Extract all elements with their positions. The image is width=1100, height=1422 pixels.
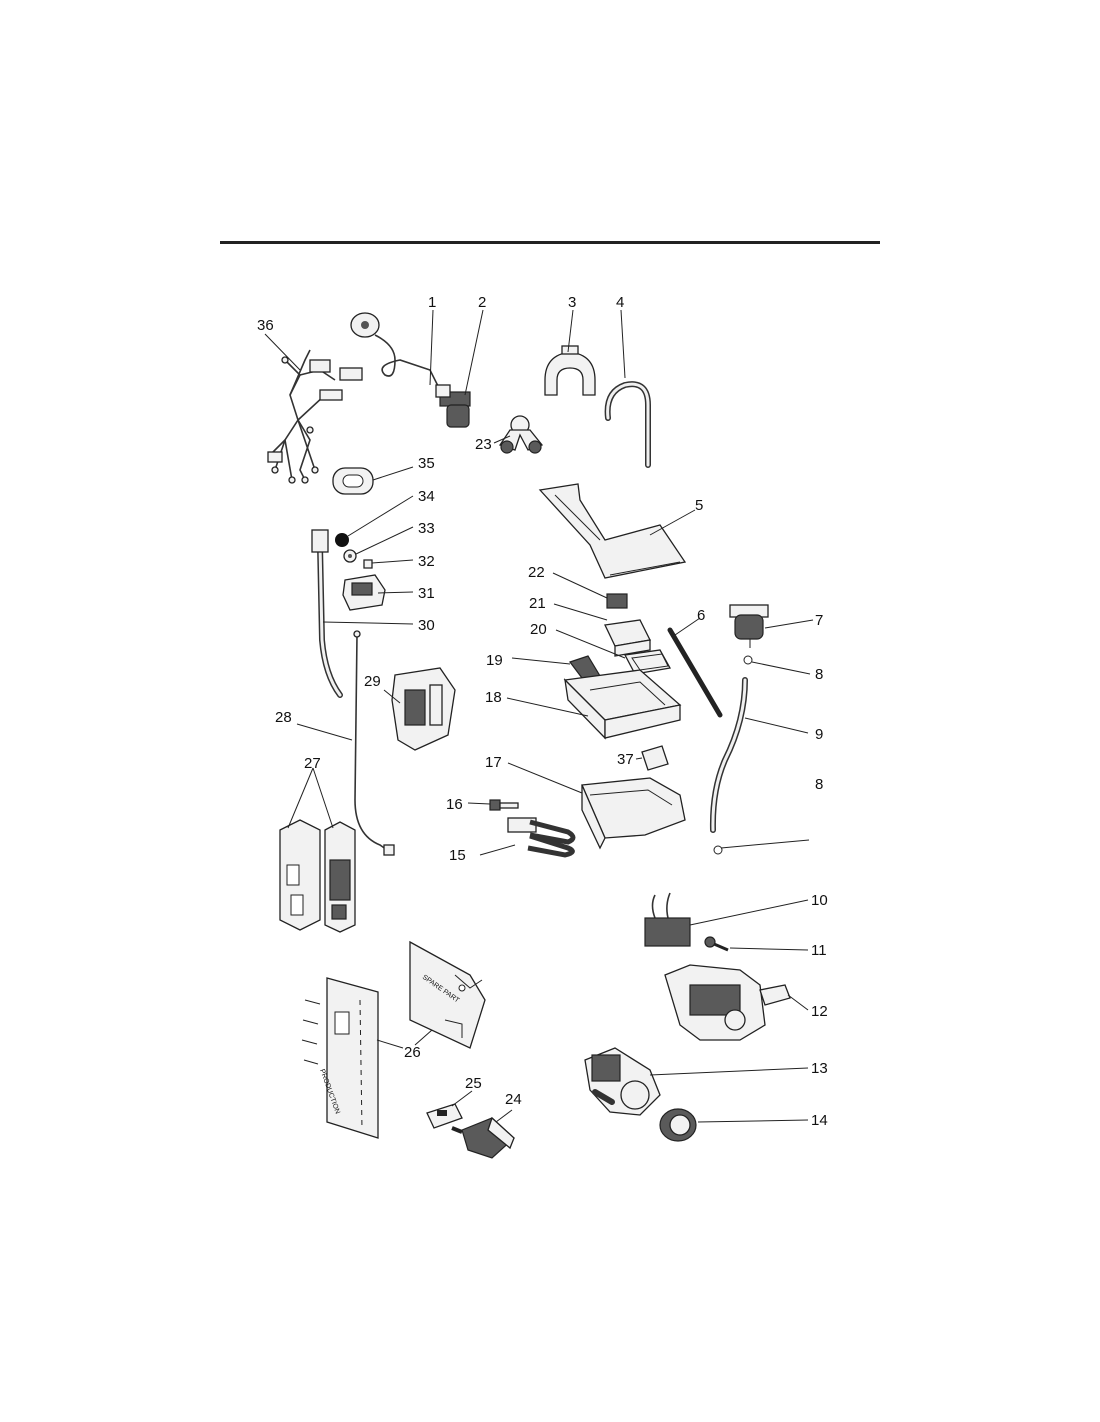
callout-20: 20 [530, 621, 547, 638]
callout-15: 15 [449, 847, 466, 864]
callout-27: 27 [304, 755, 321, 772]
part-6-rod [667, 627, 723, 718]
callout-13: 13 [811, 1060, 828, 1077]
part-3-hose-guide [544, 345, 596, 396]
part-35-grommet [332, 467, 374, 495]
callout-6: 6 [697, 607, 705, 624]
callout-4: 4 [616, 294, 624, 311]
part-28-earth-cable [353, 630, 395, 856]
callout-30: 30 [418, 617, 435, 634]
callout-1: 1 [428, 294, 436, 311]
part-12-motor [664, 964, 791, 1041]
part-5-dispenser-cover [538, 483, 687, 579]
part-1-power-cord [350, 312, 441, 391]
callout-8-bottom: 8 [815, 776, 823, 793]
part-7-flowmeter [729, 604, 769, 648]
part-16-ntc-sensor [489, 799, 519, 811]
callout-32: 32 [418, 553, 435, 570]
callout-5: 5 [695, 497, 703, 514]
part-11-screw [704, 936, 729, 952]
part-21-softener-cup [604, 619, 651, 657]
callout-29: 29 [364, 673, 381, 690]
part-8-oring-top [743, 655, 753, 665]
part-8-oring-bottom [713, 845, 723, 855]
part-22-siphon-cap [606, 593, 628, 609]
part-20-filter-cup [623, 649, 672, 675]
part-14-pump-filter [659, 1108, 697, 1142]
part-24-module [461, 1116, 515, 1159]
leader-37 [635, 757, 643, 760]
part-17-drawer-housing [581, 777, 686, 850]
part-34-seal [335, 533, 349, 547]
callout-33: 33 [418, 520, 435, 537]
callout-31: 31 [418, 585, 435, 602]
part-18-dispenser-drawer [563, 669, 682, 740]
callout-7: 7 [815, 612, 823, 629]
callout-17: 17 [485, 754, 502, 771]
callout-24: 24 [505, 1091, 522, 1108]
part-25-label-plate [426, 1103, 463, 1134]
part-27-electronic-board [279, 819, 356, 933]
part-23-inlet-valve [498, 415, 544, 454]
part-36-wiring-harness [267, 349, 363, 484]
callout-19: 19 [486, 652, 503, 669]
part-2-suppression-filter [435, 384, 471, 428]
header-rule [220, 241, 880, 244]
callout-36: 36 [257, 317, 274, 334]
callout-10: 10 [811, 892, 828, 909]
part-10-carbon-brush [644, 892, 691, 947]
callout-14: 14 [811, 1112, 828, 1129]
part-29-door-lock [391, 667, 456, 751]
part-32-nut [363, 559, 373, 569]
leader-lines [264, 309, 814, 1123]
part-31-pressure-switch [342, 574, 386, 611]
callout-11: 11 [811, 942, 827, 959]
callout-3: 3 [568, 294, 576, 311]
callout-37: 37 [617, 751, 634, 768]
part-13-drain-pump [584, 1047, 661, 1116]
part-15-heating-element [507, 817, 576, 858]
callout-8-top: 8 [815, 666, 823, 683]
callout-35: 35 [418, 455, 435, 472]
callout-23: 23 [475, 436, 492, 453]
callout-22: 22 [528, 564, 545, 581]
callout-18: 18 [485, 689, 502, 706]
part-26-service-documents: PRODUCTION SPARE PART [301, 940, 486, 1139]
callout-21: 21 [529, 595, 546, 612]
part-33-washer [343, 549, 357, 563]
callout-16: 16 [446, 796, 463, 813]
part-4-drain-hose [604, 381, 651, 468]
callout-12: 12 [811, 1003, 828, 1020]
callout-9: 9 [815, 726, 823, 743]
callout-28: 28 [275, 709, 292, 726]
part-30-sump-hose [311, 529, 343, 698]
part-37-clip [641, 745, 669, 771]
callout-26: 26 [404, 1044, 421, 1061]
callout-34: 34 [418, 488, 435, 505]
callout-2: 2 [478, 294, 486, 311]
callout-25: 25 [465, 1075, 482, 1092]
callout-labels: 1 2 3 4 5 6 7 8 8 9 10 11 12 13 14 15 16… [257, 294, 828, 1129]
part-9-hose [709, 677, 748, 833]
